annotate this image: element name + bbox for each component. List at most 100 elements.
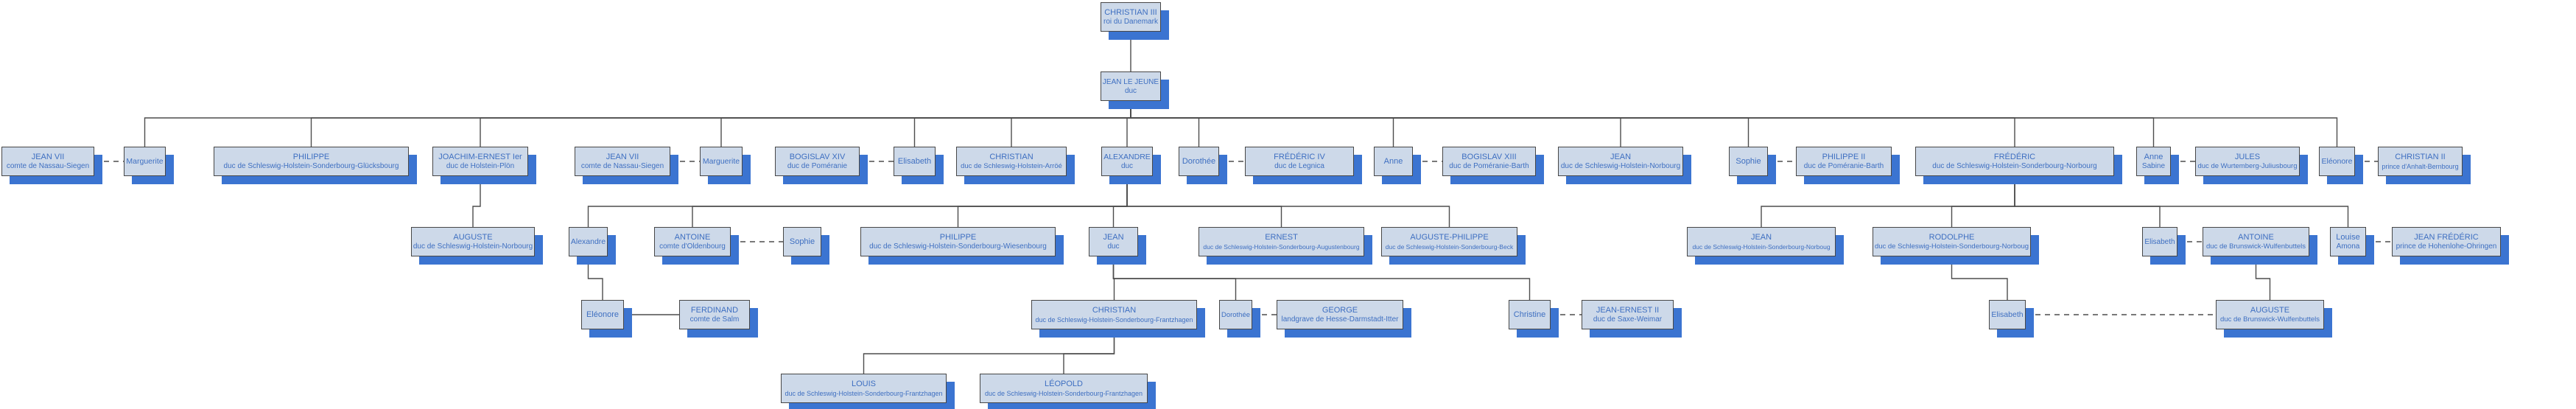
descent-connector [1126, 176, 1450, 227]
person-node-elis1[interactable]: Elisabeth [894, 147, 936, 176]
person-name: Marguerite [702, 156, 740, 166]
person-node-dorothee1[interactable]: Dorothée [1179, 147, 1219, 176]
descent-connector [1951, 176, 2015, 227]
person-name: Christine [1513, 310, 1546, 319]
descent-connector [587, 176, 1128, 227]
person-name: Anne [1383, 156, 1403, 166]
descent-connector [1130, 101, 2338, 147]
person-name: CHRISTIAN [989, 152, 1033, 161]
person-node-sophie2[interactable]: Sophie [783, 227, 821, 256]
person-name: AUGUSTE [453, 232, 493, 242]
descent-connector [913, 101, 1131, 147]
person-title: duc de Wurtemberg-Juliusbourg [2197, 161, 2298, 170]
person-node-christine[interactable]: Christine [1509, 300, 1551, 329]
person-name: LOUIS [851, 379, 876, 388]
descent-connector [2014, 176, 2349, 227]
person-node-eleonore1[interactable]: Eléonore [2319, 147, 2355, 176]
person-name: LÉOPOLD [1045, 379, 1083, 388]
person-name: ERNEST [1265, 232, 1298, 242]
person-name: Louise [2336, 232, 2360, 242]
descent-connector [472, 176, 481, 227]
person-name: Dorothée [1182, 156, 1216, 166]
person-title: duc de Poméranie-Barth [1803, 161, 1884, 170]
person-node-marg1[interactable]: Marguerite [124, 147, 166, 176]
descent-connector [1130, 101, 2155, 147]
person-name: JEAN [1750, 232, 1772, 242]
descent-connector [720, 101, 1131, 147]
descent-connector [1126, 176, 1282, 227]
person-name: JEAN [1103, 232, 1124, 242]
descent-connector [1130, 101, 1749, 147]
person-title: duc de Schleswig-Holstein-Norbourg [413, 242, 533, 251]
person-node-elis2[interactable]: Elisabeth [2142, 227, 2177, 256]
person-name: JEAN FRÉDÉRIC [2414, 232, 2479, 242]
descent-connector [480, 101, 1131, 147]
person-node-alexandre2[interactable]: Alexandre [569, 227, 608, 256]
person-title: roi du Danemark [1103, 17, 1158, 26]
descent-connector [1112, 176, 1128, 227]
person-title: duc de Legnica [1274, 161, 1324, 170]
person-node-eleonore2[interactable]: Eléonore [581, 300, 624, 329]
person-title: duc de Schleswig-Holstein-Sonderbourg-Au… [1203, 242, 1360, 251]
person-title: comte d'Oldenbourg [659, 242, 726, 251]
person-name: CHRISTIAN [1092, 305, 1137, 315]
person-node-sophie1[interactable]: Sophie [1729, 147, 1768, 176]
person-node-dorothee2[interactable]: Dorothée [1219, 300, 1252, 329]
descent-connector [1130, 101, 1621, 147]
person-name: PHILIPPE [292, 152, 330, 161]
person-title: duc de Brunswick-Wulfenbuttels [2220, 315, 2320, 324]
person-title: duc [1107, 242, 1120, 251]
descent-connector [1126, 101, 1131, 147]
person-title: duc de Schleswig-Holstein-Sonderbourg-Fr… [1035, 315, 1193, 324]
person-title: comte de Nassau-Siegen [580, 161, 664, 170]
person-name: Elisabeth [2144, 237, 2175, 246]
person-name: Dorothée [1221, 310, 1251, 319]
descent-connector [1951, 256, 2008, 300]
person-node-anne1[interactable]: Anne [1374, 147, 1413, 176]
person-title: landgrave de Hesse-Darmstadt-Itter [1281, 315, 1399, 324]
person-node-marg2[interactable]: Marguerite [700, 147, 743, 176]
person-name: JEAN VII [606, 152, 639, 161]
person-title: Sabine [2141, 161, 2166, 170]
person-name: AUGUSTE-PHILIPPE [1410, 232, 1489, 242]
person-name: BOGISLAV XIII [1461, 152, 1517, 161]
descent-connector [1130, 101, 1200, 147]
person-node-elis3[interactable]: Elisabeth [1989, 300, 2026, 329]
